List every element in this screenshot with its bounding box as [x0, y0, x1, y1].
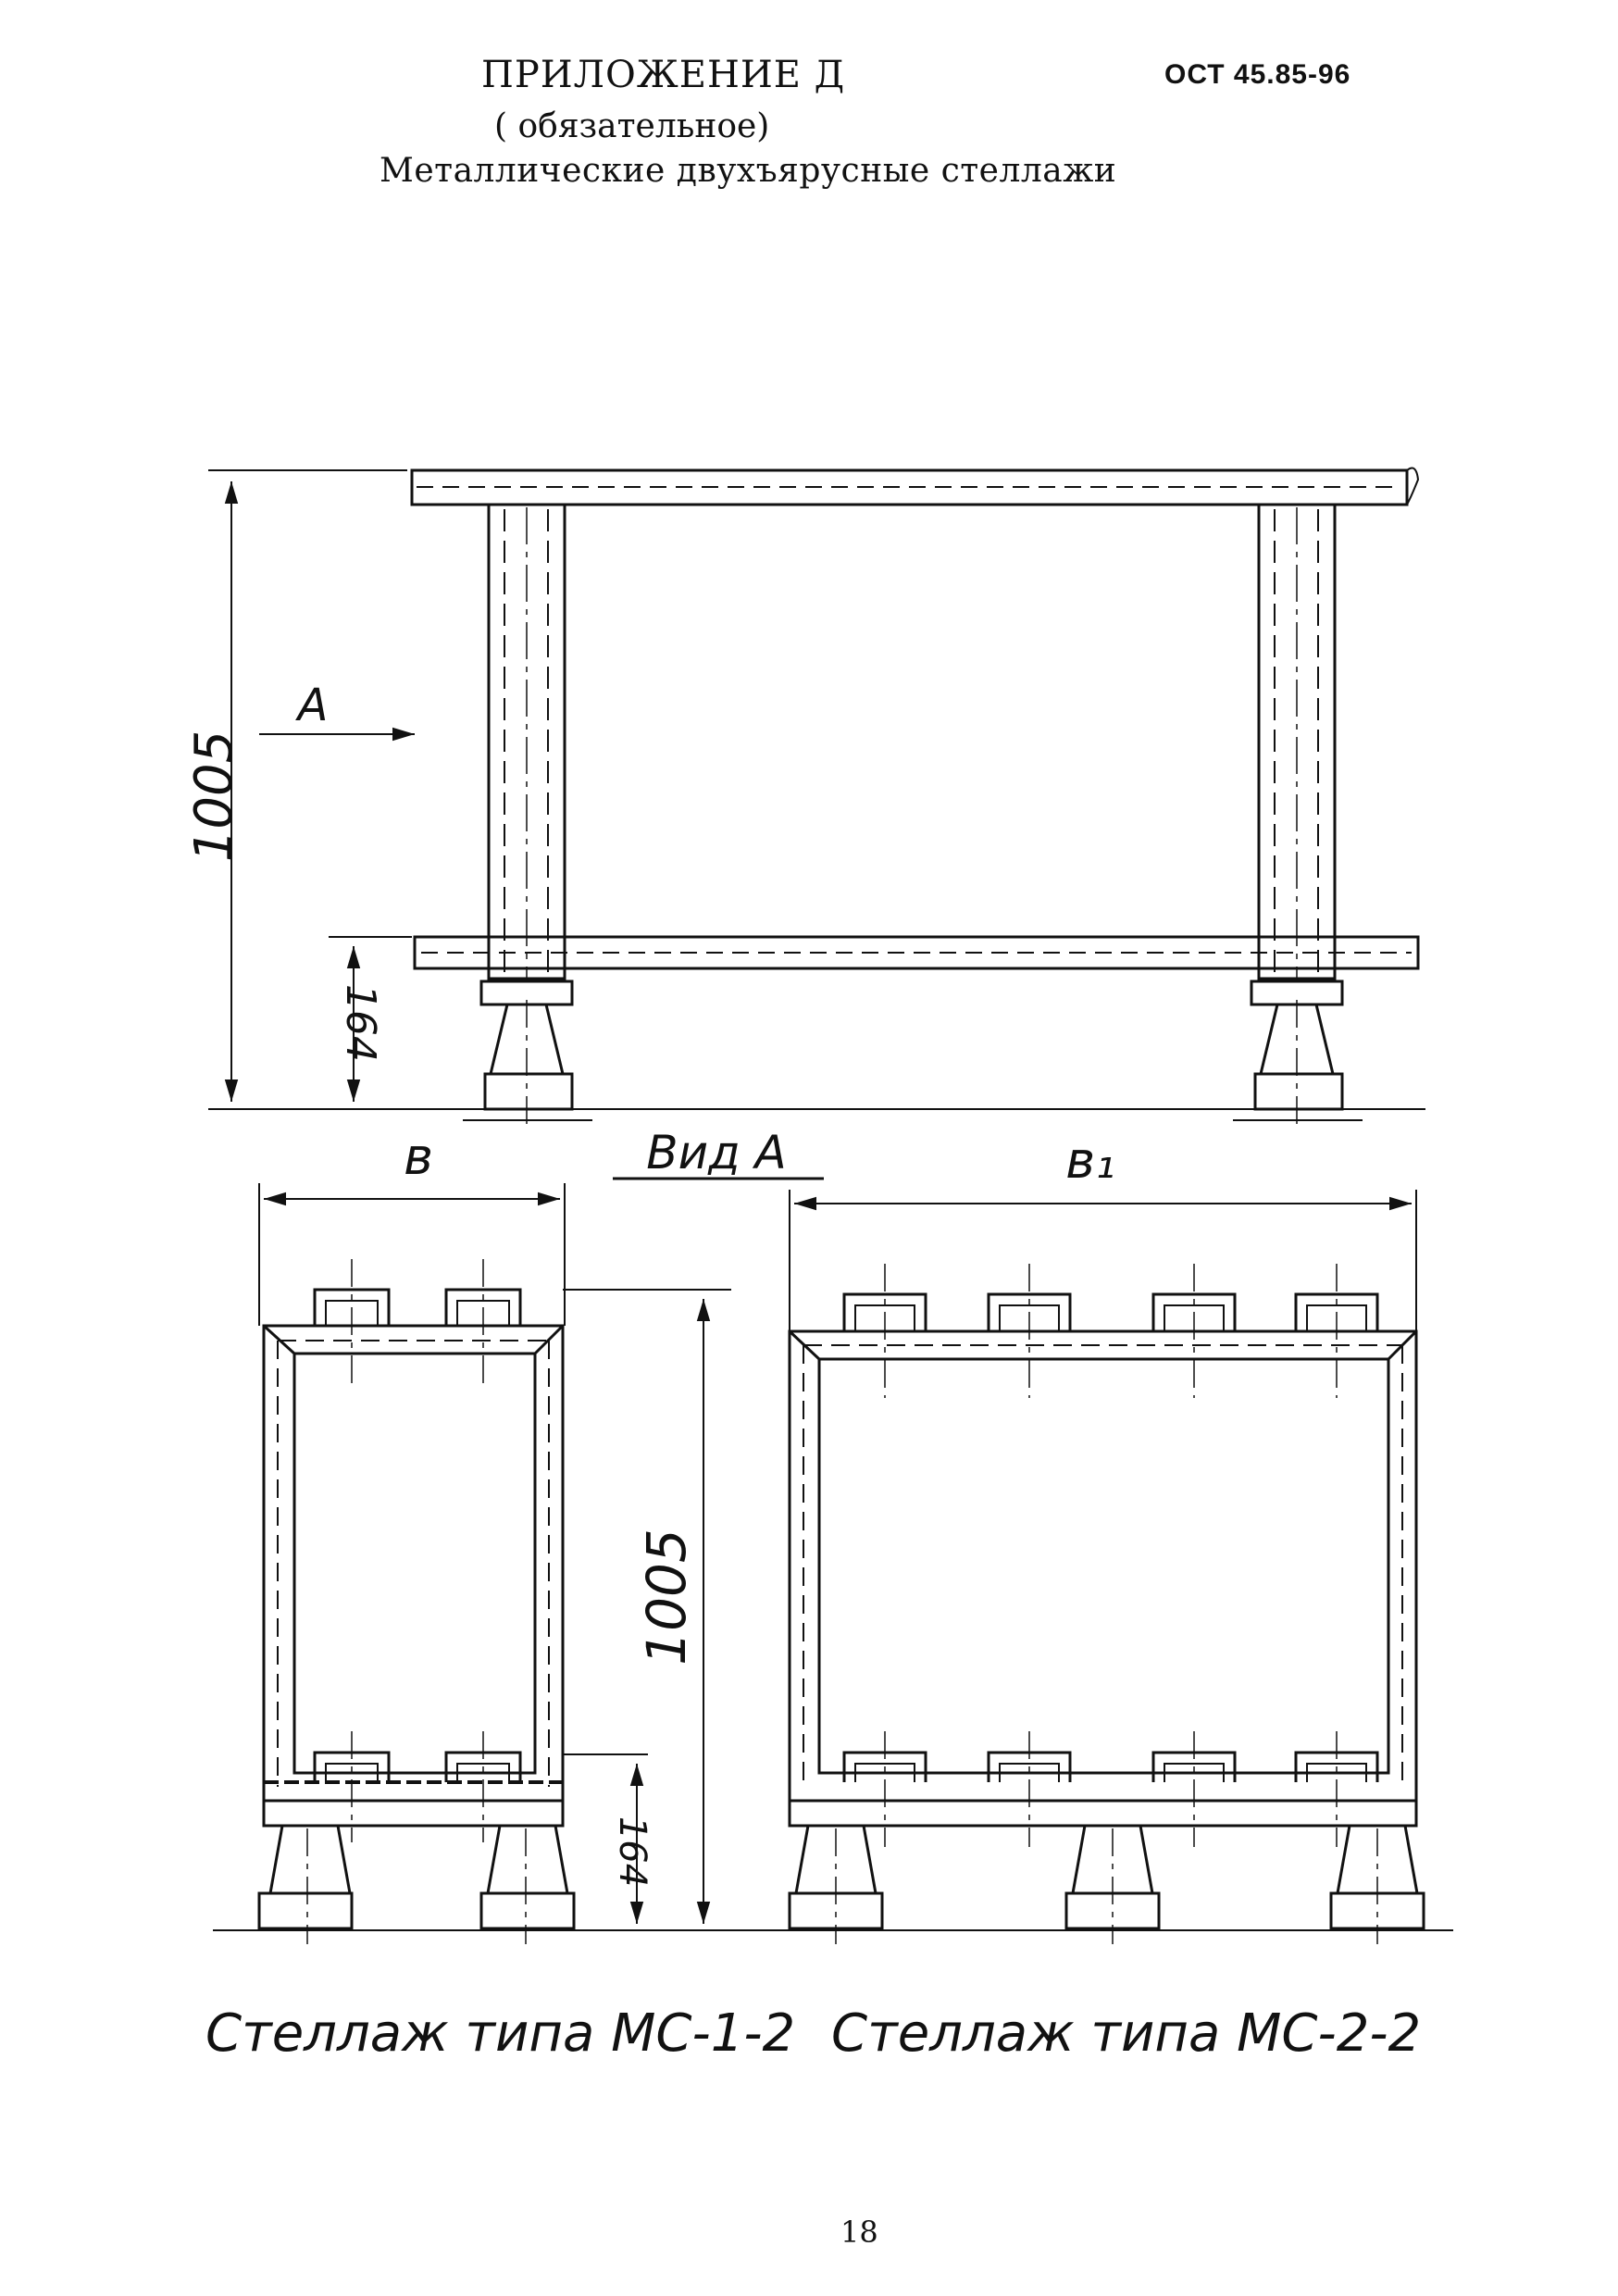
view-marker-label: A — [295, 680, 329, 731]
mc12-base-rail — [262, 1799, 565, 1828]
appendix-subtitle: ( обязательное) — [494, 107, 770, 145]
mc12-lower-dimension — [563, 1753, 648, 1924]
mc22-base-rail — [788, 1799, 1418, 1828]
mc22-bottom-brackets — [842, 1731, 1379, 1847]
right-post — [1257, 503, 1337, 981]
mc12-height-label: 1005 — [635, 1529, 698, 1666]
right-foot — [1233, 980, 1363, 1125]
lower-shelf — [413, 935, 1420, 970]
mc22-view — [788, 1190, 1425, 1944]
appendix-caption: Металлические двухъярусные стеллажи — [380, 152, 1117, 190]
mc12-width-label: в — [404, 1128, 433, 1186]
side-height-label: 1005 — [184, 730, 244, 863]
mc22-feet — [788, 1824, 1425, 1944]
side-lower-label: 164 — [337, 984, 384, 1062]
mc12-lower-label: 164 — [611, 1816, 653, 1887]
appendix-title: ПРИЛОЖЕНИЕ Д — [481, 54, 846, 96]
mc12-feet — [257, 1824, 576, 1944]
mc12-height-dimension — [563, 1289, 731, 1924]
height-dimension — [208, 469, 407, 1102]
mc12-view — [213, 1183, 1453, 1944]
view-label: Вид A — [646, 1126, 786, 1179]
lower-shelf-dimension — [329, 936, 412, 1102]
mc12-bottom-brackets — [264, 1731, 563, 1842]
mc12-caption: Стеллаж типа МС-1-2 — [205, 2003, 795, 2064]
top-shelf — [410, 467, 1420, 506]
side-view — [208, 467, 1425, 1125]
left-foot — [463, 980, 592, 1125]
standard-code: ОСТ 45.85-96 — [1164, 59, 1351, 90]
left-post — [487, 503, 566, 981]
mc22-top-brackets — [842, 1264, 1379, 1398]
mc22-caption: Стеллаж типа МС-2-2 — [831, 2003, 1421, 2064]
mc22-width-label: в₁ — [1065, 1131, 1114, 1190]
page-number: 18 — [840, 2215, 878, 2250]
mc12-top-brackets — [313, 1259, 522, 1389]
